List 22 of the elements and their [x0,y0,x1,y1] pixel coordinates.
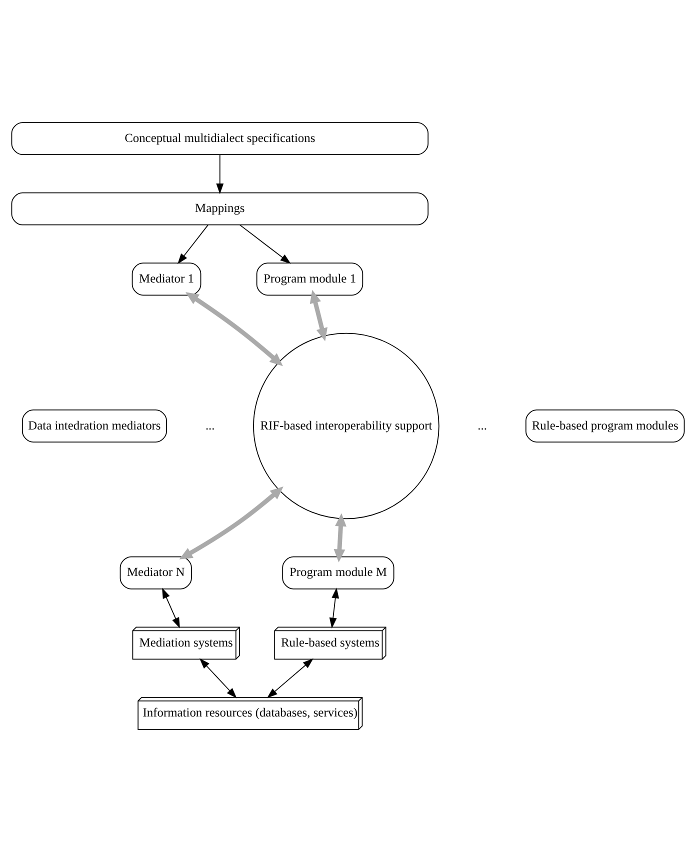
node-box: Data intedration mediators [22,409,167,442]
node-box: Rule-based program modules [525,409,685,442]
arrow [199,658,237,698]
arrow [216,154,224,194]
node-box: Conceptual multidialect specifications [11,122,428,155]
arrow [266,658,314,698]
arrow [310,289,328,341]
arrow [334,512,346,562]
node-circle: RIF-based interoperability support [253,332,440,519]
label: ... [205,418,215,432]
node-box: Program module 1 [256,262,364,296]
arrow [162,587,180,628]
arrow [179,486,284,559]
node-box: Mediator 1 [132,262,202,296]
arrow [329,587,340,628]
node-box: Mappings [11,192,428,225]
arrow [178,224,208,264]
label: ... [478,418,487,432]
node-box: Program module M [282,556,394,589]
arrow [239,224,291,264]
node-box: Mediator N [120,556,192,589]
arrow [186,292,283,366]
